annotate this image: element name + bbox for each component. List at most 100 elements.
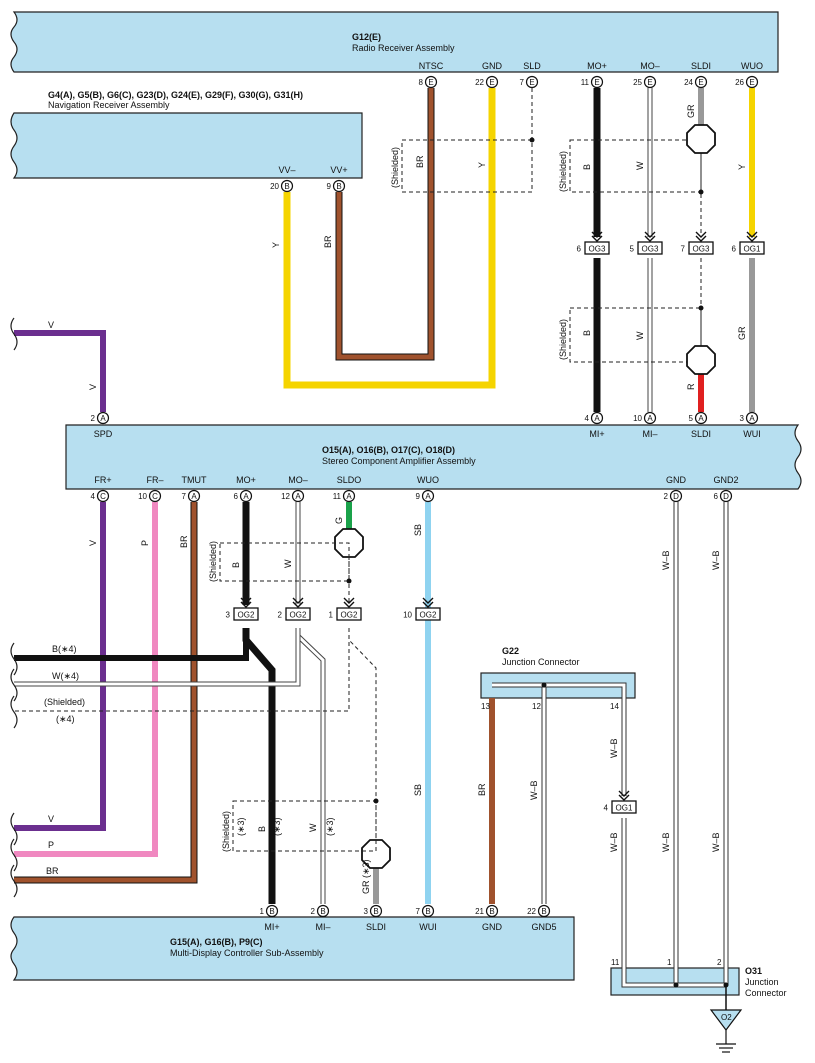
terminal-circle — [96, 489, 110, 503]
label-b-mid: B — [582, 330, 592, 336]
shield-ground-mid — [686, 345, 716, 375]
connector-box — [637, 241, 663, 255]
stereo-amplifier-assembly: O15(A), O16(B), O17(C), O18(D) Stereo Co… — [65, 424, 802, 490]
terminal-name: GND5 — [531, 922, 556, 932]
ground-triangle — [709, 1009, 743, 1031]
terminal-letter: A — [100, 414, 106, 423]
terminal-name: SPD — [94, 429, 113, 439]
connector-arrow — [591, 231, 603, 242]
label-sb-amp: SB — [413, 524, 423, 536]
terminal-name: GND2 — [713, 475, 738, 485]
terminal-letter: E — [489, 78, 494, 87]
wire-b-mdc-mi-plus — [242, 628, 276, 904]
label-b-note: B(∗4) — [52, 644, 77, 654]
g22-pin-12: 12 — [532, 702, 541, 711]
terminal-circle — [332, 179, 346, 193]
terminal-pin: 22 — [527, 907, 536, 916]
amplifier-name: Stereo Component Amplifier Assembly — [322, 456, 476, 466]
connector-code: OG3 — [693, 245, 710, 254]
wire-sldo-dash-down — [348, 628, 377, 840]
label-note3-a: (∗3) — [236, 817, 246, 836]
splice-mo-bottom — [698, 305, 704, 311]
terminal-circle — [590, 411, 604, 425]
terminal-letter: A — [698, 414, 704, 423]
label-shielded-mdc: (Shielded) — [221, 811, 231, 852]
connector-box — [688, 241, 714, 255]
label-v-top-left: V — [48, 320, 54, 330]
terminal-letter: E — [749, 78, 754, 87]
terminal-pin: 11 — [581, 78, 590, 87]
label-br-ntsc: BR — [415, 155, 425, 168]
terminal-circle — [96, 411, 110, 425]
terminal-name: GND — [482, 61, 503, 71]
wire-g22-bus — [492, 682, 627, 796]
terminal-pin: 9 — [416, 492, 421, 501]
terminal-circle — [745, 411, 759, 425]
terminal-name: FR– — [146, 475, 163, 485]
connector-pin: 7 — [681, 245, 686, 254]
terminal-circle — [669, 489, 683, 503]
terminal-name: SLDO — [337, 475, 362, 485]
connector-arrow — [422, 597, 434, 608]
label-gr-top: GR — [686, 104, 696, 118]
wire-g22-bus-inner — [492, 683, 626, 796]
terminal-letter: B — [336, 182, 341, 191]
terminal-circle — [485, 75, 499, 89]
connector-code: OG1 — [616, 804, 633, 813]
terminal-name: MO– — [640, 61, 660, 71]
terminal-circle — [745, 75, 759, 89]
connector-box — [285, 607, 311, 621]
terminal-pin: 21 — [475, 907, 484, 916]
connector: OG3 7 — [681, 231, 714, 255]
terminal-pin: 7 — [416, 907, 421, 916]
o31-pin-2: 2 — [717, 958, 722, 967]
label-br-vv-plus: BR — [323, 235, 333, 248]
label-wb-og1-top: W–B — [609, 738, 619, 758]
terminal-letter: C — [152, 492, 158, 501]
terminal-letter: E — [428, 78, 433, 87]
terminal-pin: 3 — [740, 414, 745, 423]
splice-mo-top — [698, 189, 704, 195]
label-br-tmut: BR — [179, 535, 189, 548]
radio-receiver-assembly: G12(E) Radio Receiver Assembly — [10, 11, 779, 73]
terminal-pin: 1 — [260, 907, 265, 916]
label-wb-gnd2: W–B — [711, 550, 721, 570]
connector-code: OG1 — [744, 245, 761, 254]
connector-pin: 1 — [329, 611, 334, 620]
g22-pin-13: 13 — [481, 702, 490, 711]
terminal-circle — [694, 75, 708, 89]
terminal-pin: 7 — [520, 78, 525, 87]
mdc-code: G15(A), G16(B), P9(C) — [170, 937, 263, 947]
terminal-pin: 6 — [234, 492, 239, 501]
o31-name1: Junction — [745, 977, 779, 987]
label-y-top: Y — [737, 164, 747, 170]
label-v-bottom: V — [48, 814, 54, 824]
label-wb-og1-bottom: W–B — [609, 832, 619, 852]
terminal-circle — [694, 411, 708, 425]
terminal-letter: B — [284, 182, 289, 191]
label-w-mdc: W — [308, 823, 318, 832]
terminal-circle — [316, 904, 330, 918]
terminal-circle — [537, 904, 551, 918]
terminal-name: WUO — [417, 475, 439, 485]
terminal-letter: B — [269, 907, 274, 916]
terminal-letter: A — [647, 414, 653, 423]
wire-v-spd — [14, 330, 106, 412]
connector-box — [584, 241, 610, 255]
connector-arrow — [240, 597, 252, 608]
terminal-pin: 10 — [633, 414, 642, 423]
radio-receiver-code: G12(E) — [352, 32, 381, 42]
terminal-circle — [369, 904, 383, 918]
terminal-circle — [421, 489, 435, 503]
